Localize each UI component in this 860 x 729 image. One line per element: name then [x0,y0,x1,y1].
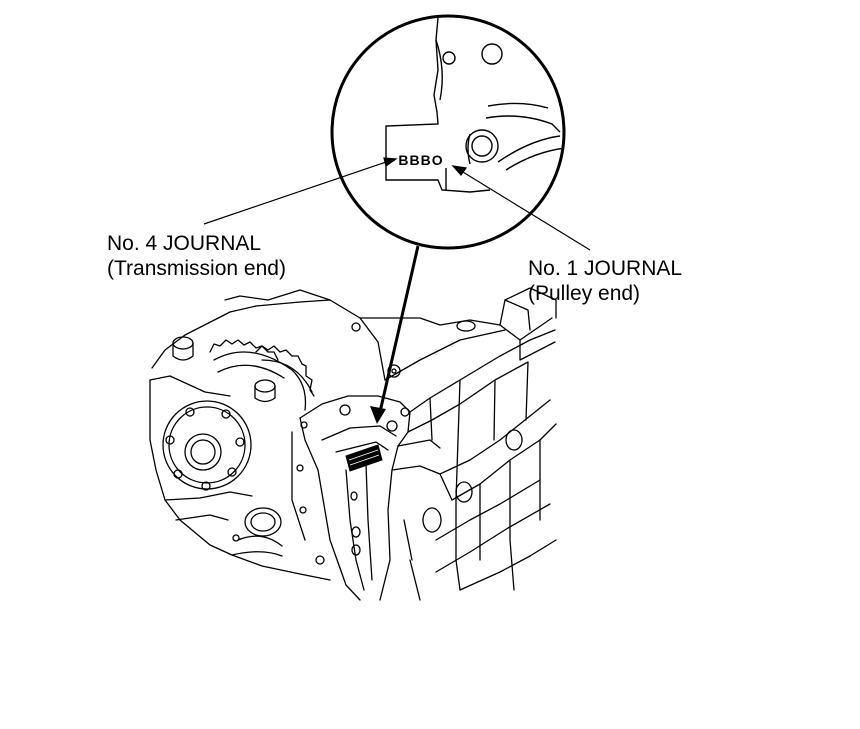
bolt-hole-icon [481,43,503,65]
arrowhead-journal1-icon [451,165,468,176]
magnifier-pointer [370,245,420,424]
magnified-block-edge [385,17,564,193]
leader-lines [203,157,591,251]
code-stamp-plate [345,444,383,472]
crankcase-ribs [391,329,557,601]
label-journal-4-subtitle: (Transmission end) [107,257,286,280]
label-journal-4: No. 4 JOURNAL (Transmission end) [107,231,286,281]
label-journal-1-subtitle: (Pulley end) [528,282,641,305]
detail-magnifier: BBBO [330,14,566,250]
mounting-bolts [172,336,276,403]
label-journal-1: No. 1 JOURNAL (Pulley end) [528,256,682,306]
engine-block-drawing [149,287,557,601]
leader-line-journal1 [457,168,591,251]
top-deck-outline [151,299,386,381]
journal-code-marking: BBBO [398,152,443,168]
front-cover-outline [149,379,331,581]
front-pulley [162,400,252,491]
camshaft-sprockets [209,339,315,411]
label-journal-4-title: No. 4 JOURNAL [107,232,262,255]
pointer-arrowhead-icon [370,406,386,424]
journal-bolt-outer [465,129,499,163]
magnifier-circle [330,14,566,250]
deck-hole-icon [351,322,361,332]
bolt-head-left-icon [172,336,194,350]
leader-line-journal4 [203,159,393,225]
block-end-face [299,395,411,601]
journal-bolt-inner [471,135,493,157]
small-hole-icon [442,51,456,65]
arrowhead-journal4-icon [383,157,398,167]
bolt-head-right-icon [254,379,276,393]
label-journal-1-title: No. 1 JOURNAL [528,257,683,280]
